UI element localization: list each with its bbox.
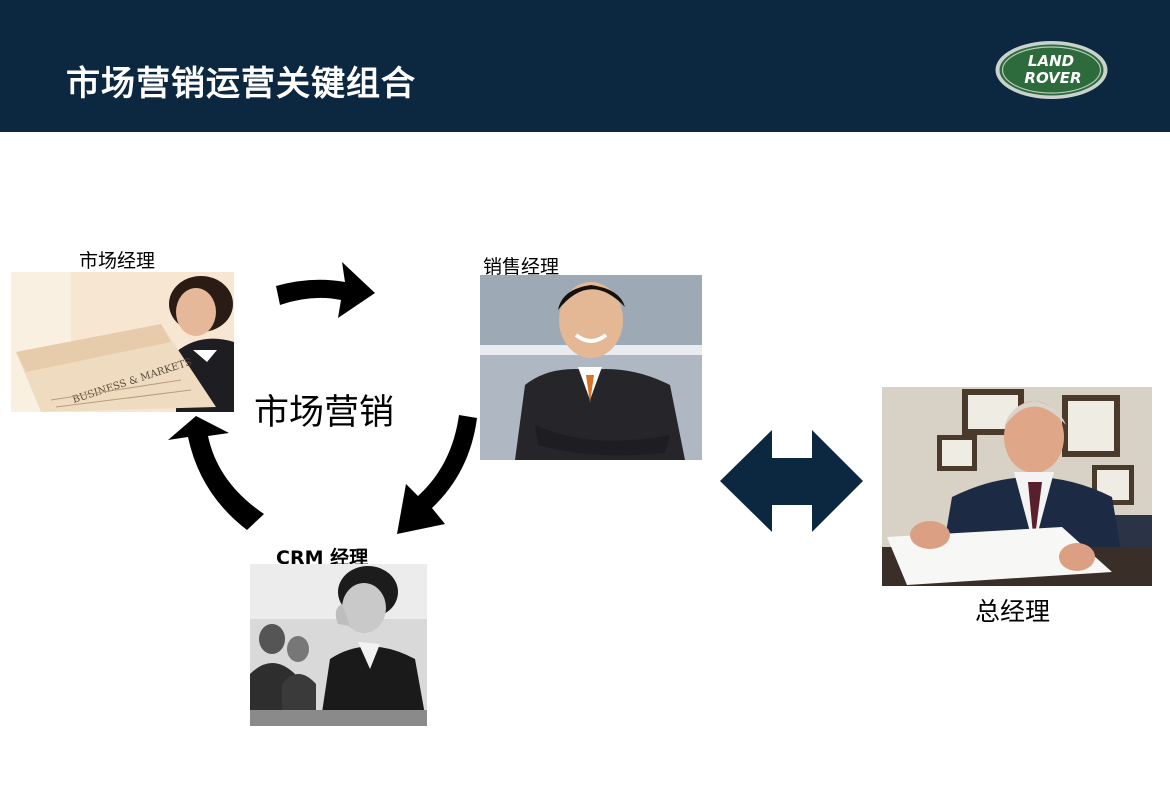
photo-sales-manager bbox=[480, 275, 702, 460]
label-general-manager: 总经理 bbox=[975, 597, 1051, 626]
logo-text-land: LAND bbox=[1028, 52, 1074, 70]
double-arrow bbox=[720, 430, 863, 532]
label-crm-manager: CRM 经理 bbox=[276, 547, 369, 569]
label-marketing-manager: 市场经理 bbox=[79, 250, 156, 272]
arrow-sales-to-crm bbox=[397, 415, 477, 534]
logo-text-rover: ROVER bbox=[1024, 69, 1081, 87]
page-title: 市场营销运营关键组合 bbox=[66, 64, 416, 104]
label-sales-manager: 销售经理 bbox=[483, 256, 560, 278]
photo-marketing-manager: BUSINESS & MARKETS bbox=[11, 272, 234, 412]
arrow-marketing-to-sales bbox=[276, 262, 375, 318]
photo-crm-manager bbox=[250, 564, 427, 726]
arrow-crm-to-marketing bbox=[168, 416, 264, 530]
header-bar: 市场营销运营关键组合 LAND ROVER bbox=[0, 0, 1170, 132]
land-rover-logo: LAND ROVER bbox=[994, 40, 1109, 100]
cycle-label: 市场营销 bbox=[254, 393, 395, 433]
photo-general-manager bbox=[882, 387, 1152, 586]
